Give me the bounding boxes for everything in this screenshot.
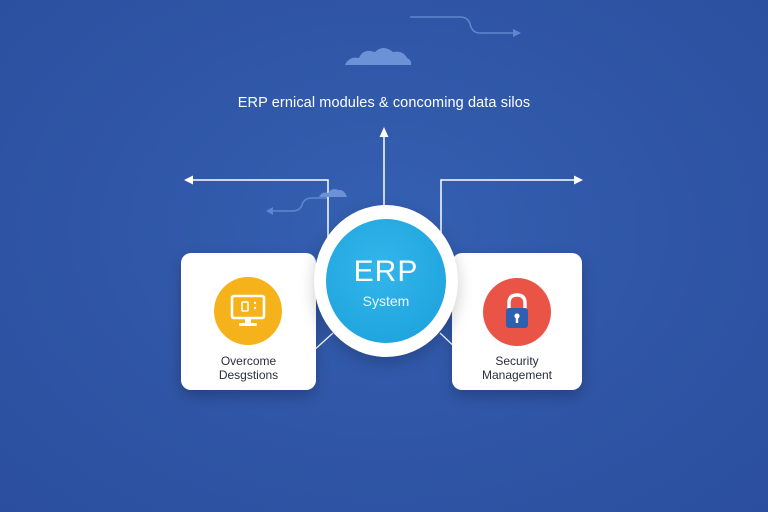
wavy-arrow-left-head	[266, 207, 273, 215]
overcome-card-label: Overcome Desgstions	[181, 354, 316, 382]
wavy-arrow-top-right-head	[513, 29, 521, 37]
card-label-line-2: Management	[481, 368, 553, 382]
hub-title: ERP	[353, 255, 419, 288]
cloud-icon	[345, 48, 412, 65]
overcome-card: Overcome Desgstions	[181, 253, 316, 390]
security-card: Security Management	[452, 253, 582, 390]
connector-left-arrow	[191, 179, 329, 237]
erp-hub: ERP System	[314, 205, 458, 357]
card-label-line-2: Desgstions	[218, 368, 279, 382]
erp-hub-core: ERP System	[326, 219, 446, 343]
wavy-arrow-left	[268, 197, 328, 212]
monitor-disc	[214, 277, 282, 345]
security-card-label: Security Management	[452, 354, 582, 382]
padlock-icon	[506, 293, 528, 328]
connector-right-arrow	[440, 179, 575, 237]
arrowhead-top	[379, 127, 389, 137]
diagram-title: ERP ernical modules & concoming data sil…	[237, 95, 531, 111]
wavy-arrow-top-right	[410, 16, 516, 34]
cloud-icon	[319, 189, 347, 197]
arrowhead-right	[574, 175, 583, 185]
arrowhead-left	[184, 175, 193, 185]
card-label-line-1: Security	[495, 354, 539, 368]
card-label-line-1: Overcome	[220, 354, 277, 368]
hub-subtitle: System	[362, 293, 410, 309]
monitor-icon	[230, 294, 266, 326]
padlock-disc	[483, 278, 551, 346]
